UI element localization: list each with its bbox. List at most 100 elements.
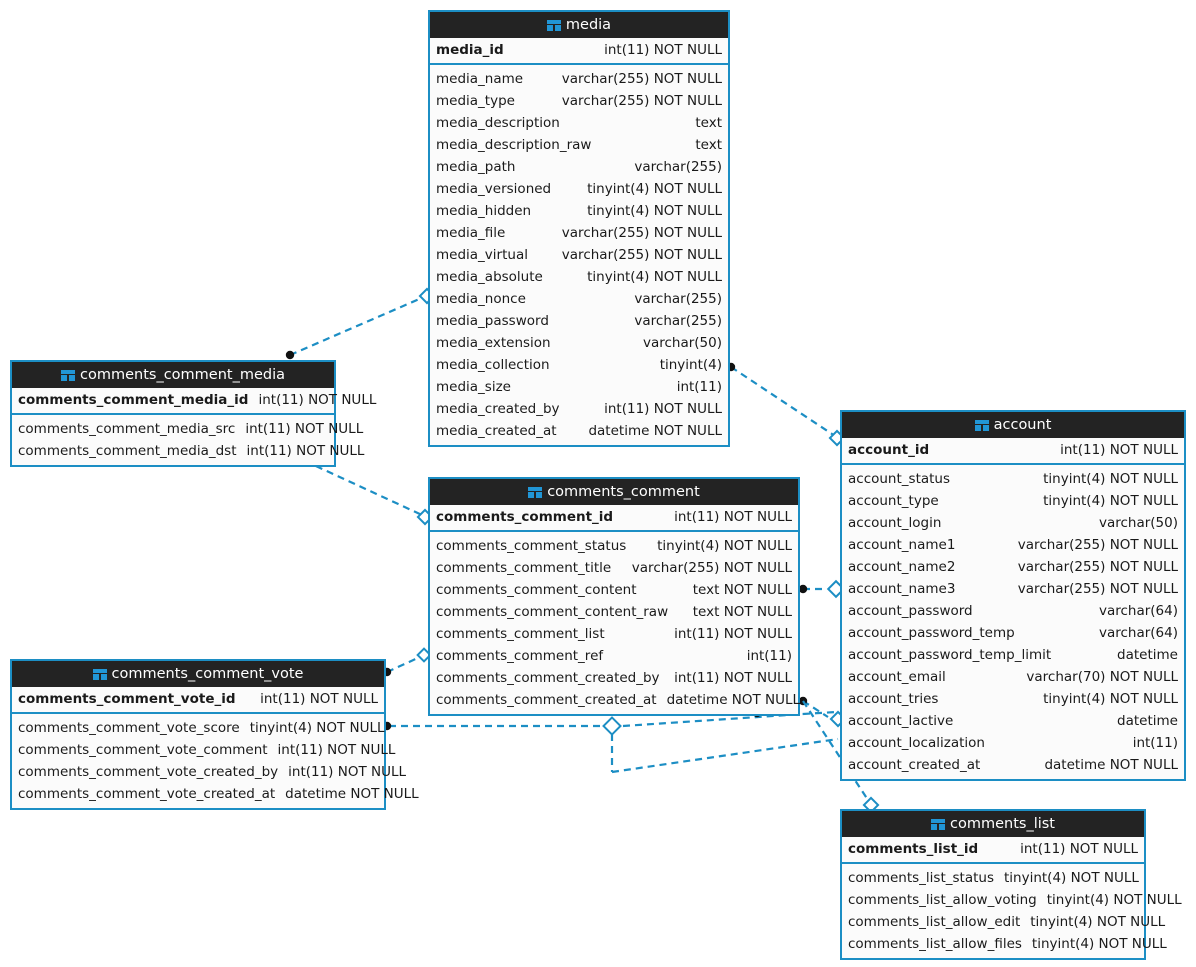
column-name: account_name3: [848, 581, 956, 597]
entity-header[interactable]: comments_list: [842, 811, 1144, 837]
column-type: varchar(255) NOT NULL: [1017, 537, 1178, 553]
column-type: datetime: [1117, 713, 1178, 729]
column-row: account_email varchar(70) NOT NULL: [842, 666, 1184, 688]
edge-dot-marker: [798, 584, 808, 594]
column-name: account_name2: [848, 559, 956, 575]
column-name: comments_comment_title: [436, 560, 612, 576]
column-name: media_size: [436, 379, 511, 395]
column-type: int(11): [1132, 735, 1178, 751]
column-type: int(11) NOT NULL: [604, 42, 722, 58]
column-type: varchar(70) NOT NULL: [1026, 669, 1178, 685]
column-name: media_hidden: [436, 203, 532, 219]
column-name: media_absolute: [436, 269, 543, 285]
column-name: comments_list_id: [848, 841, 979, 857]
column-name: account_created_at: [848, 757, 981, 773]
entity-header[interactable]: account: [842, 412, 1184, 438]
column-type: text: [695, 115, 722, 131]
relationship-comment-account-2: [798, 696, 847, 728]
column-name: comments_comment_created_by: [436, 670, 660, 686]
entity-header[interactable]: comments_comment_media: [12, 362, 334, 388]
column-name: comments_comment_vote_comment: [18, 742, 268, 758]
column-type: text NOT NULL: [692, 582, 792, 598]
entity-header[interactable]: comments_comment: [430, 479, 798, 505]
column-type: int(11) NOT NULL: [277, 742, 396, 758]
entity-title: comments_list: [950, 816, 1055, 832]
column-name: media_file: [436, 225, 506, 241]
column-type: text: [695, 137, 722, 153]
column-name: comments_comment_vote_score: [18, 720, 240, 736]
column-row: account_name3 varchar(255) NOT NULL: [842, 578, 1184, 600]
column-name: comments_list_allow_voting: [848, 892, 1037, 908]
column-type: datetime NOT NULL: [666, 692, 801, 708]
column-type: varchar(255): [634, 159, 722, 175]
column-type: varchar(50): [642, 335, 722, 351]
column-row: media_file varchar(255) NOT NULL: [430, 222, 728, 244]
column-type: int(11) NOT NULL: [258, 392, 377, 408]
entity-title: account: [993, 417, 1052, 433]
column-type: tinyint(4) NOT NULL: [1031, 936, 1167, 952]
column-type: tinyint(4) NOT NULL: [587, 181, 722, 197]
column-name: account_email: [848, 669, 946, 685]
column-name: account_password_temp_limit: [848, 647, 1052, 663]
column-name: comments_comment_ref: [436, 648, 604, 664]
column-name: account_tries: [848, 691, 939, 707]
column-type: int(11): [676, 379, 722, 395]
entity-header[interactable]: comments_comment_vote: [12, 661, 384, 687]
column-name: account_id: [848, 442, 930, 458]
column-name: comments_comment_status: [436, 538, 627, 554]
column-type: varchar(255) NOT NULL: [1017, 581, 1178, 597]
column-type: int(11) NOT NULL: [674, 509, 792, 525]
edge-dot-marker: [285, 350, 295, 360]
primary-key-row: media_id int(11) NOT NULL: [430, 38, 728, 63]
column-type: text NOT NULL: [692, 604, 792, 620]
column-type: tinyint(4) NOT NULL: [1030, 914, 1166, 930]
column-name: account_password_temp: [848, 625, 1015, 641]
column-type: int(11) NOT NULL: [245, 421, 364, 437]
column-name: comments_list_allow_files: [848, 936, 1022, 952]
relationship-vote-comment-ref: [382, 647, 432, 677]
entity-title: media: [565, 17, 612, 33]
column-type: int(11): [746, 648, 792, 664]
column-type: varchar(255) NOT NULL: [561, 225, 722, 241]
column-name: media_virtual: [436, 247, 528, 263]
column-type: tinyint(4) NOT NULL: [587, 269, 722, 285]
entity-header[interactable]: media: [430, 12, 728, 38]
relationship-comment-account-createdby: [798, 579, 846, 599]
column-row: media_absolute tinyint(4) NOT NULL: [430, 266, 728, 288]
column-name: media_id: [436, 42, 504, 58]
column-row: media_size int(11): [430, 376, 728, 398]
column-name: media_created_at: [436, 423, 557, 439]
column-name: media_description: [436, 115, 560, 131]
